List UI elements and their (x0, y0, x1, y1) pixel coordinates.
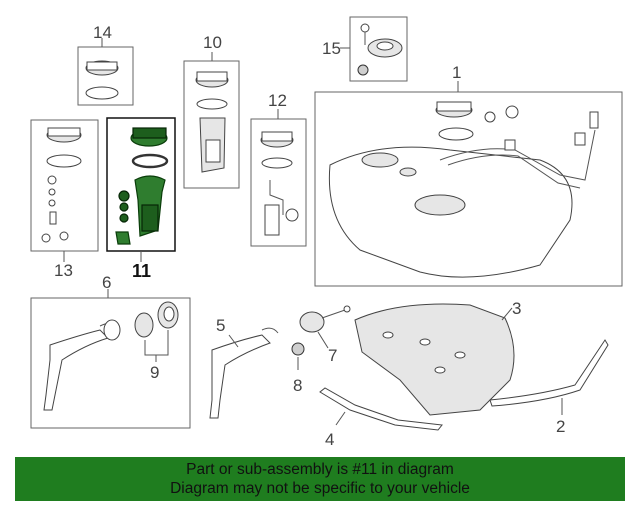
banner-line-1: Part or sub-assembly is #11 in diagram (186, 461, 454, 478)
callout-6: 6 (102, 273, 111, 292)
callout-8: 8 (293, 376, 302, 395)
fuel-cap-icon (134, 312, 154, 338)
part-7-group[interactable]: 7 (299, 305, 351, 365)
valve-icon (299, 311, 325, 333)
callout-14: 14 (93, 23, 112, 42)
gasket-icon (85, 86, 119, 100)
part-14-group[interactable]: 14 (77, 23, 134, 106)
part-15-group[interactable]: 15 (322, 16, 408, 82)
part-11-group[interactable]: 11 (106, 117, 176, 281)
info-banner: Part or sub-assembly is #11 in diagram D… (15, 457, 625, 501)
part-2-group[interactable]: 2 (489, 339, 609, 436)
callout-1: 1 (452, 63, 461, 82)
callout-7: 7 (328, 346, 337, 365)
part-13-group[interactable]: 13 (30, 119, 99, 280)
callout-13: 13 (54, 261, 73, 280)
heat-shield-icon (354, 303, 515, 416)
filler-pipe-icon (43, 329, 109, 411)
part-8-group[interactable]: 8 (291, 342, 305, 395)
filler-pipe-5-icon (209, 334, 271, 419)
callout-4: 4 (325, 430, 334, 449)
part-3-group[interactable]: 3 (354, 299, 521, 416)
part-5-group[interactable]: 5 (209, 316, 279, 419)
callout-3: 3 (512, 299, 521, 318)
callout-12: 12 (268, 91, 287, 110)
part-4-group[interactable]: 4 (319, 387, 443, 449)
callout-10: 10 (203, 33, 222, 52)
callout-11: 11 (132, 261, 151, 281)
clip-icon (291, 342, 305, 356)
callout-9: 9 (150, 363, 159, 382)
tank-strap-2-icon (489, 339, 609, 407)
tank-strap-4-icon (319, 387, 443, 431)
banner-line-2: Diagram may not be specific to your vehi… (170, 480, 470, 497)
callout-15: 15 (322, 39, 341, 58)
part-12-group[interactable]: 12 (250, 91, 307, 247)
callout-5: 5 (216, 316, 225, 335)
part-1-group[interactable]: 1 (314, 63, 623, 287)
part-10-group[interactable]: 10 (183, 33, 240, 189)
callout-2: 2 (556, 417, 565, 436)
part-6-group[interactable]: 6 9 (30, 273, 191, 429)
parts-diagram: 14 13 11 10 (30, 16, 623, 449)
